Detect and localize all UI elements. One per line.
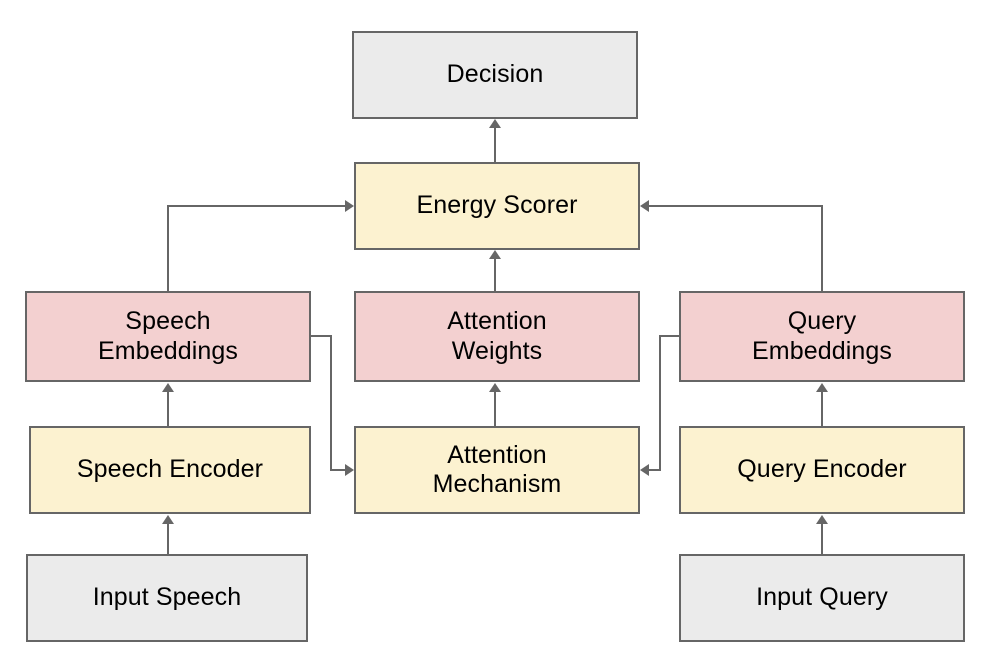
arrowhead-speech-embeddings-to-energy (345, 200, 354, 212)
arrowhead-input-speech-to-speech-encoder (162, 515, 174, 524)
node-label-line: Input Query (756, 583, 888, 612)
node-label-line: Query (787, 307, 857, 335)
node-label-line: Attention (447, 307, 547, 335)
arrowhead-speech-embeddings-to-attention-mechanism (345, 464, 354, 476)
node-energy-scorer[interactable]: Energy Scorer (354, 162, 640, 250)
node-speech-encoder[interactable]: Speech Encoder (29, 426, 311, 514)
node-label-speech-encoder: Speech Encoder (77, 455, 263, 485)
node-label-line: Weights (451, 336, 543, 365)
arrowhead-energy-to-decision (489, 119, 501, 128)
node-label-line: Mechanism (432, 470, 562, 498)
node-query-encoder[interactable]: Query Encoder (679, 426, 965, 514)
node-label-line: Energy Scorer (416, 191, 578, 220)
node-label-line: Speech Encoder (76, 455, 264, 484)
edge-speech-embeddings-to-attention-mechanism (311, 335, 345, 471)
node-label-query-encoder: Query Encoder (737, 455, 906, 485)
node-label-decision: Decision (447, 60, 544, 90)
node-label-line: Input Speech (92, 583, 242, 612)
node-input-query[interactable]: Input Query (679, 554, 965, 642)
node-label-energy-scorer: Energy Scorer (416, 191, 577, 221)
edge-speech-embeddings-to-energy (167, 205, 345, 291)
arrowhead-attention-weights-to-energy (489, 250, 501, 259)
arrowhead-query-embeddings-to-attention-mechanism (640, 464, 649, 476)
node-label-input-query: Input Query (756, 583, 888, 613)
node-label-input-speech: Input Speech (93, 583, 242, 613)
node-label-line: Attention (447, 440, 547, 469)
arrowhead-query-encoder-to-query-embeddings (816, 383, 828, 392)
node-label-line: Speech (125, 307, 211, 335)
node-label-line: Query Encoder (737, 455, 907, 484)
node-label-line: Embeddings (752, 336, 892, 365)
arrowhead-input-query-to-query-encoder (816, 515, 828, 524)
node-input-speech[interactable]: Input Speech (26, 554, 308, 642)
arrowhead-query-embeddings-to-energy (640, 200, 649, 212)
arrowhead-speech-encoder-to-speech-embeddings (162, 383, 174, 392)
node-label-line: Decision (446, 60, 544, 89)
edge-query-embeddings-to-energy (649, 205, 823, 291)
edge-query-embeddings-to-attention-mechanism (649, 335, 679, 471)
arrowhead-attention-mechanism-to-attention-weights (489, 383, 501, 392)
node-decision[interactable]: Decision (352, 31, 638, 119)
node-label-line: Embeddings (98, 336, 238, 365)
